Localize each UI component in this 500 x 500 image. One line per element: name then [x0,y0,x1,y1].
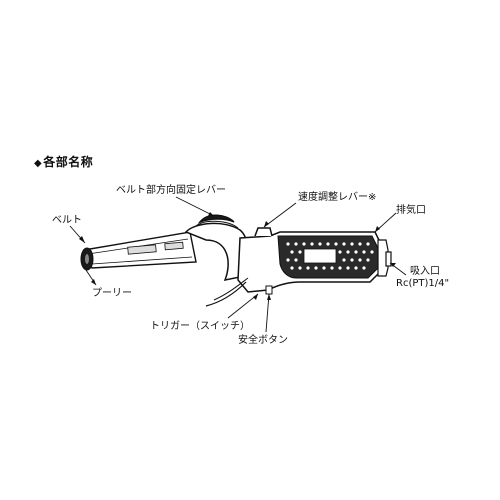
head-housing [184,214,250,282]
label-intake-size: Rc(PT)1/4" [396,278,450,289]
label-pulley: プーリー [92,288,132,299]
label-intake-group: 吸入口 Rc(PT)1/4" [396,266,449,290]
label-trigger: トリガー（スイッチ） [150,321,250,332]
label-intake: 吸入口 [410,266,440,277]
label-exhaust: 排気口 [396,205,426,216]
grip-handle [277,235,379,279]
belt-arm [82,231,197,269]
section-title-text: 各部名称 [43,155,94,169]
label-speed-lever: 速度調整レバー※ [298,192,377,203]
arrowheads [79,212,396,300]
label-safety-button: 安全ボタン [238,335,288,346]
intake-fitting [377,239,392,277]
label-belt-direction-lever: ベルト部方向固定レバー [116,185,226,196]
section-heading: ◆各部名称 [34,153,93,170]
pulley-part [80,247,94,271]
label-belt: ベルト [52,215,82,226]
diamond-bullet-icon: ◆ [34,158,43,169]
